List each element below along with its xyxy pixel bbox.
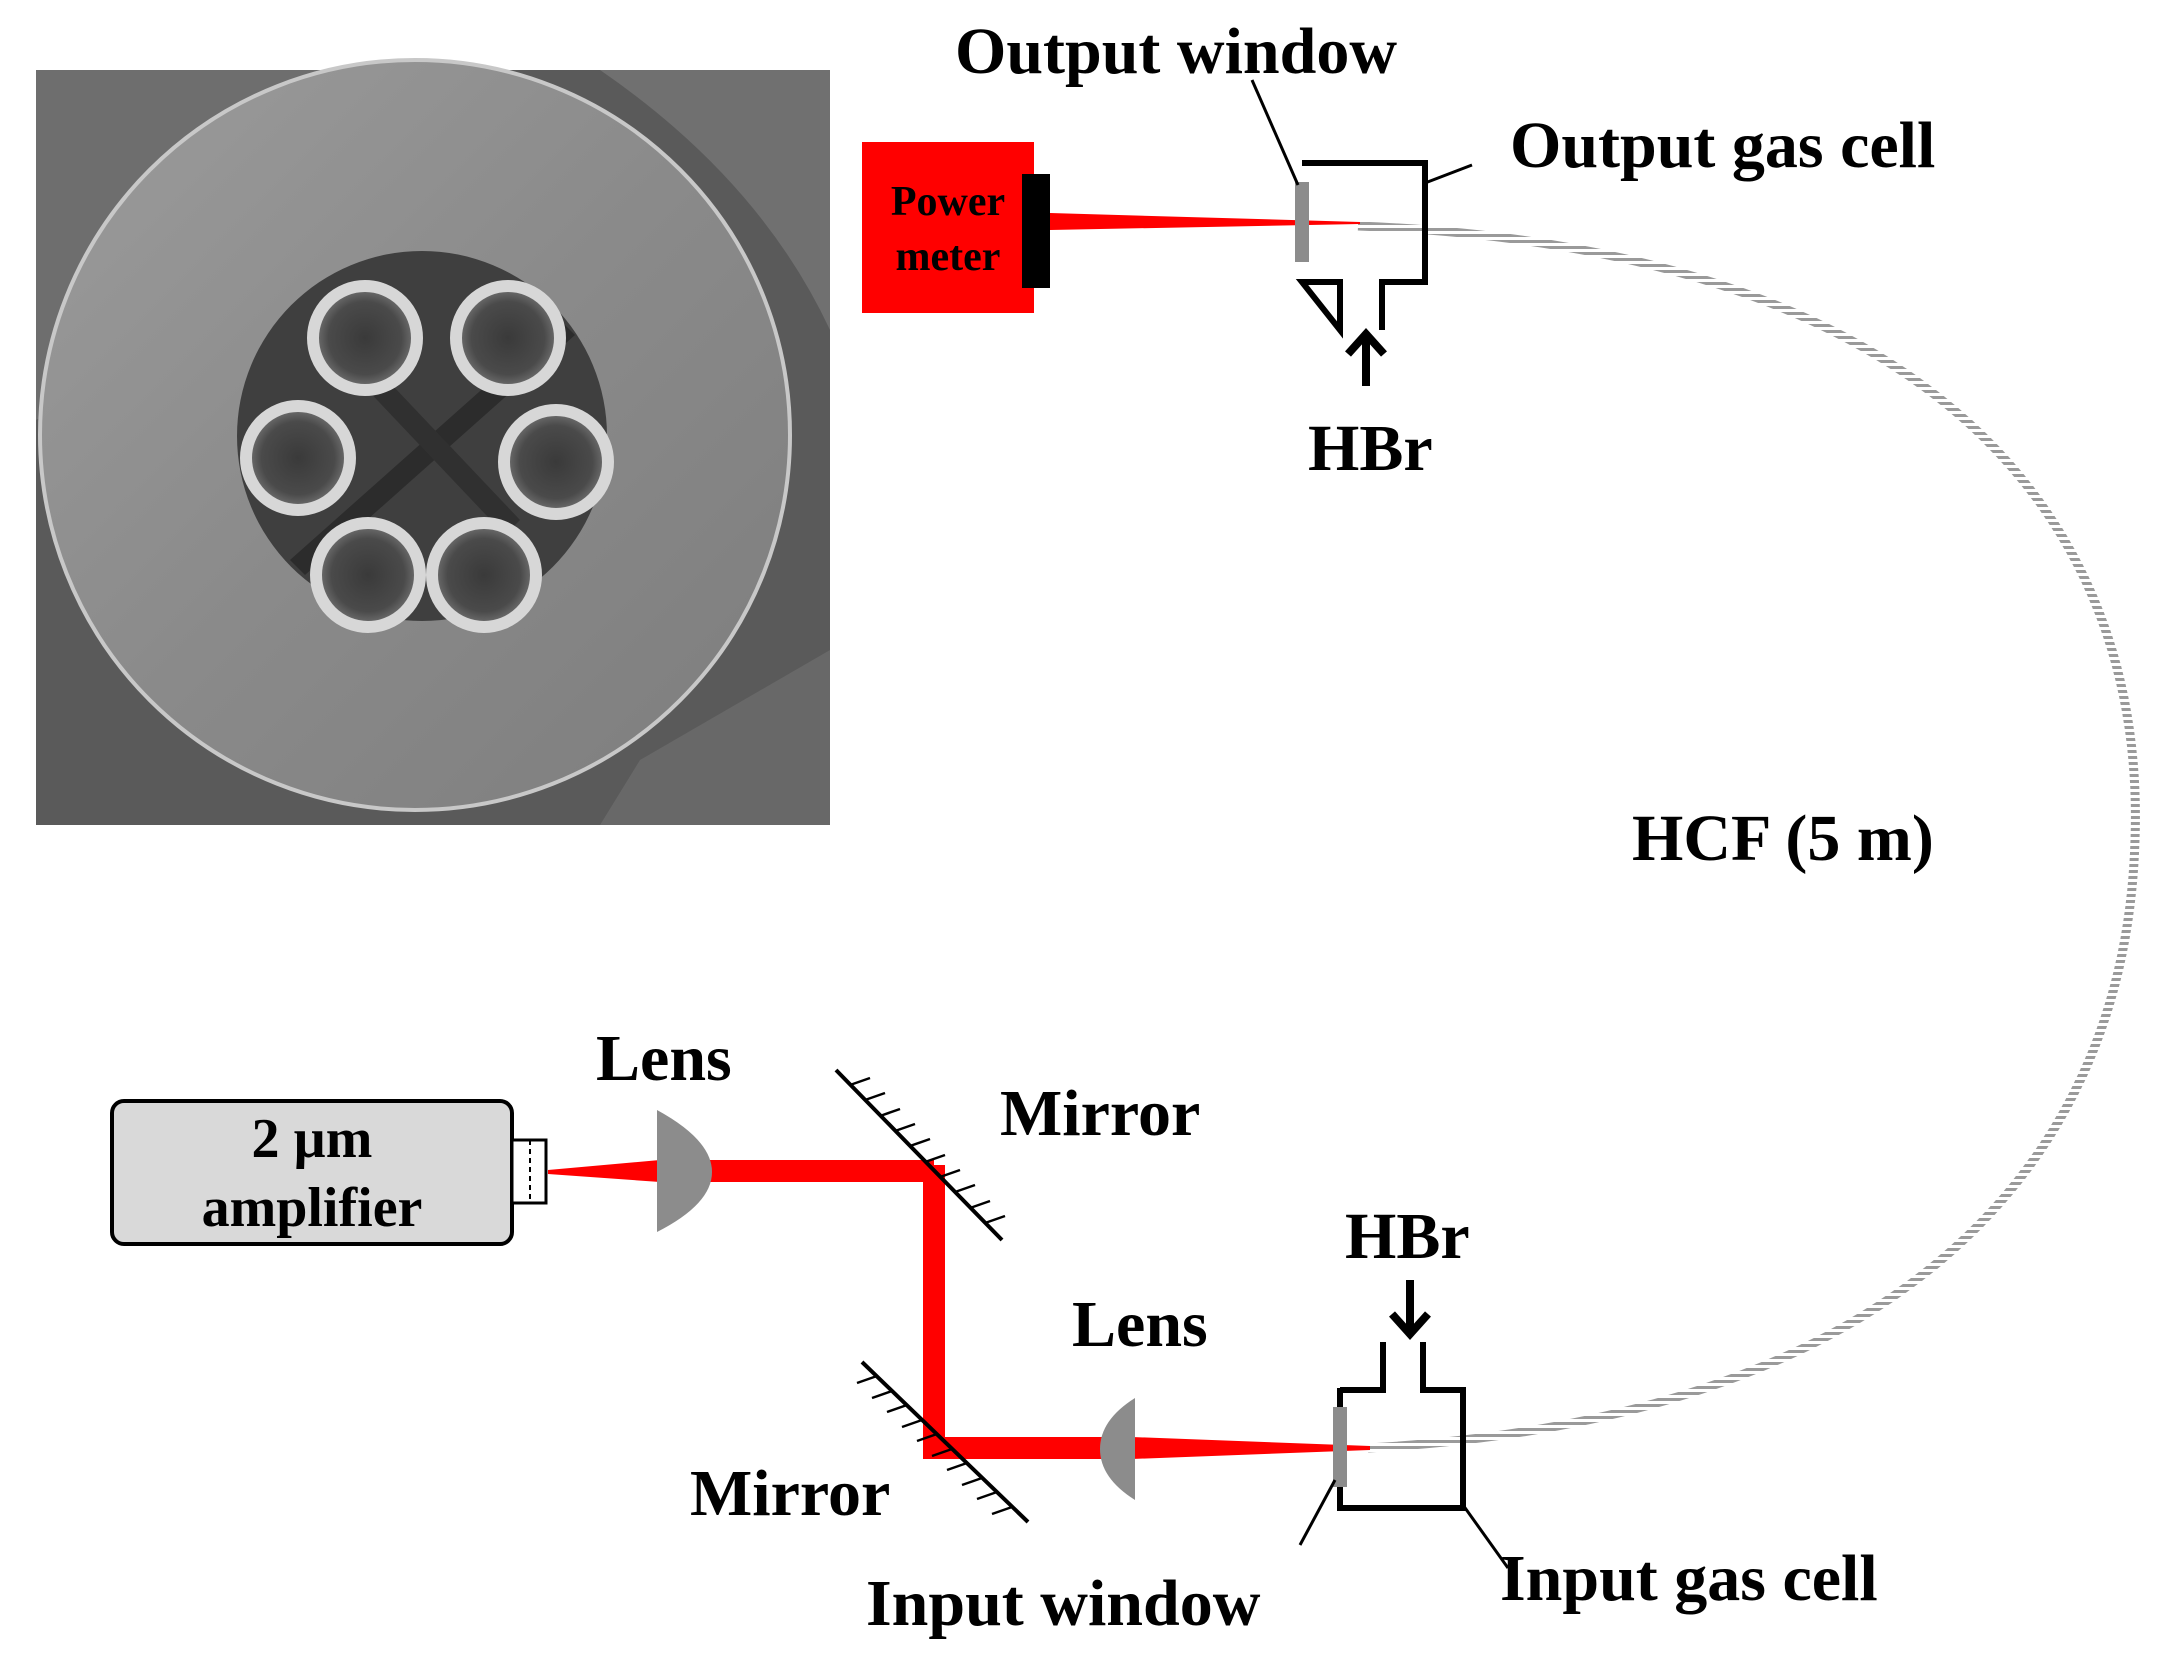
svg-text:2 µm: 2 µm (252, 1108, 373, 1170)
lens-upper-label: Lens (596, 1022, 732, 1095)
laser-beam-collimated-3 (923, 1437, 1115, 1459)
input-window-label: Input window (866, 1567, 1261, 1640)
hbr-top-label: HBr (1308, 412, 1433, 485)
mirror-lower (856, 1360, 1030, 1524)
hollow-core-fiber (1357, 221, 2140, 1453)
output-window (1295, 182, 1309, 262)
hbr-bottom-label: HBr (1345, 1200, 1470, 1273)
input-gas-cell (1333, 1342, 1466, 1511)
sem-image (36, 58, 830, 825)
leader-input-gas-cell (1461, 1504, 1510, 1569)
svg-text:amplifier: amplifier (202, 1177, 423, 1239)
input-window (1333, 1407, 1347, 1487)
laser-beam-collimated-2 (923, 1165, 945, 1447)
output-window-label: Output window (955, 15, 1397, 88)
lens-lower (1100, 1398, 1135, 1500)
svg-text:Power: Power (891, 179, 1005, 225)
amplifier: 2 µm amplifier (110, 1099, 548, 1246)
leader-output-gas-cell (1424, 163, 1473, 185)
leader-output-window (1250, 79, 1300, 186)
laser-beam-amp-to-lens (548, 1160, 660, 1182)
svg-text:meter: meter (896, 234, 1001, 280)
leader-input-window (1298, 1479, 1337, 1546)
power-meter-detector (1022, 174, 1050, 288)
arrow-icon-down (1389, 1280, 1431, 1340)
laser-beam-focused (1132, 1437, 1370, 1459)
lens-lower-label: Lens (1072, 1288, 1208, 1361)
capillary-tubes (240, 280, 614, 633)
output-gas-cell-label: Output gas cell (1510, 109, 1935, 182)
lens-upper (657, 1110, 712, 1232)
hcf-label: HCF (5 m) (1632, 802, 1934, 875)
mirror-upper (834, 1068, 1006, 1242)
output-laser-beam (1050, 213, 1360, 230)
input-gas-cell-label: Input gas cell (1500, 1542, 1878, 1615)
output-gas-cell (1295, 160, 1428, 339)
mirror-lower-label: Mirror (690, 1457, 890, 1530)
laser-beam-collimated-1 (680, 1160, 934, 1182)
mirror-upper-label: Mirror (1000, 1077, 1200, 1150)
power-meter: Power meter (862, 142, 1050, 313)
arrow-icon (1345, 328, 1387, 386)
